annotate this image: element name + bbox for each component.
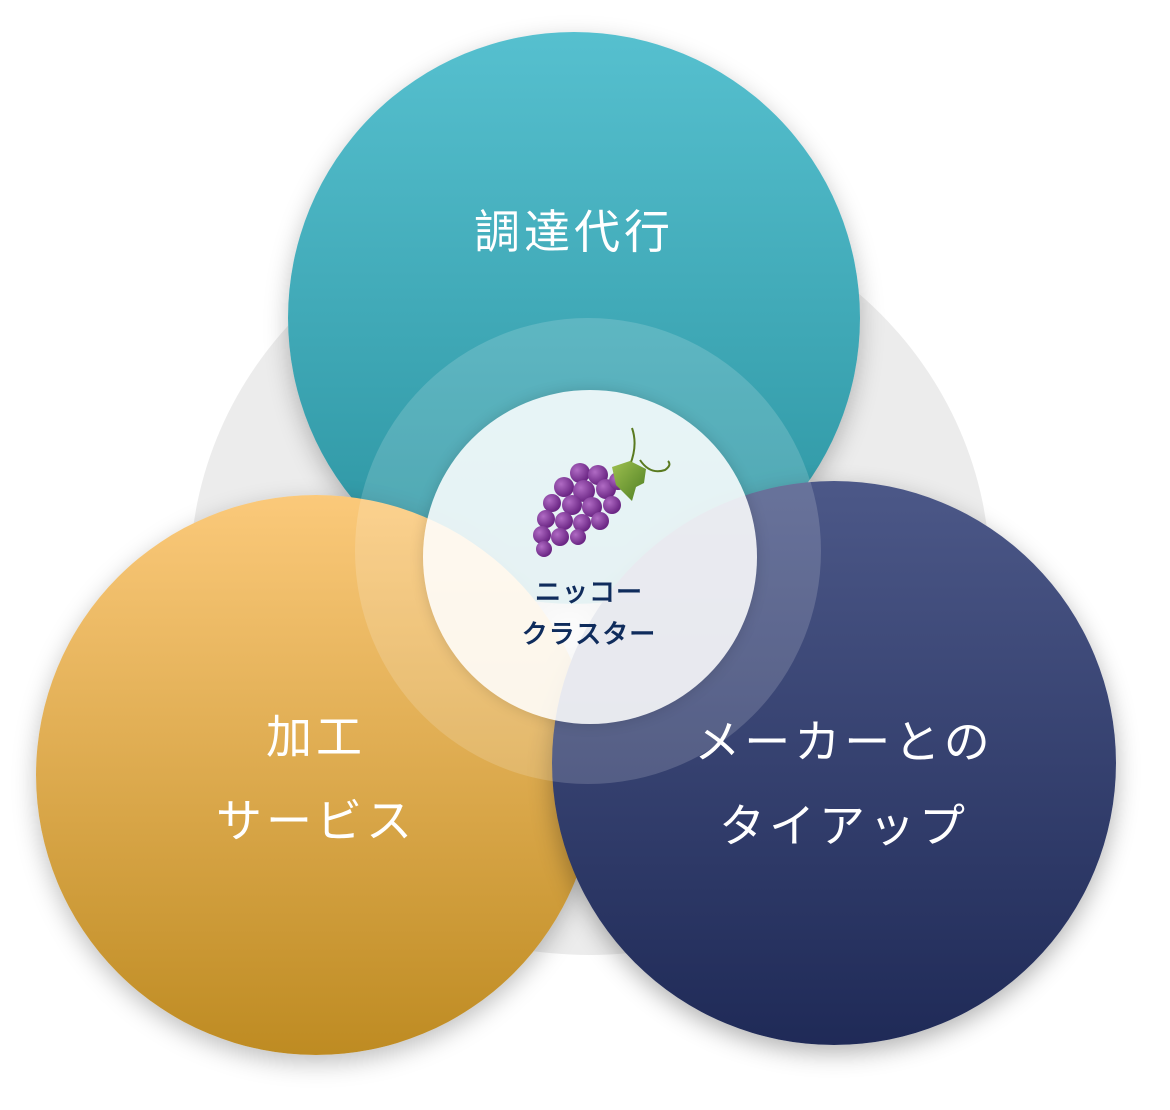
grape-icon [533,427,671,557]
label-processing: 加工サービス [216,710,416,848]
center-circle [423,390,757,724]
center-label: ニッコークラスター [521,578,657,650]
label-maker-tieup: メーカーとのタイアップ [694,715,994,853]
label-procurement: 調達代行 [474,205,674,259]
